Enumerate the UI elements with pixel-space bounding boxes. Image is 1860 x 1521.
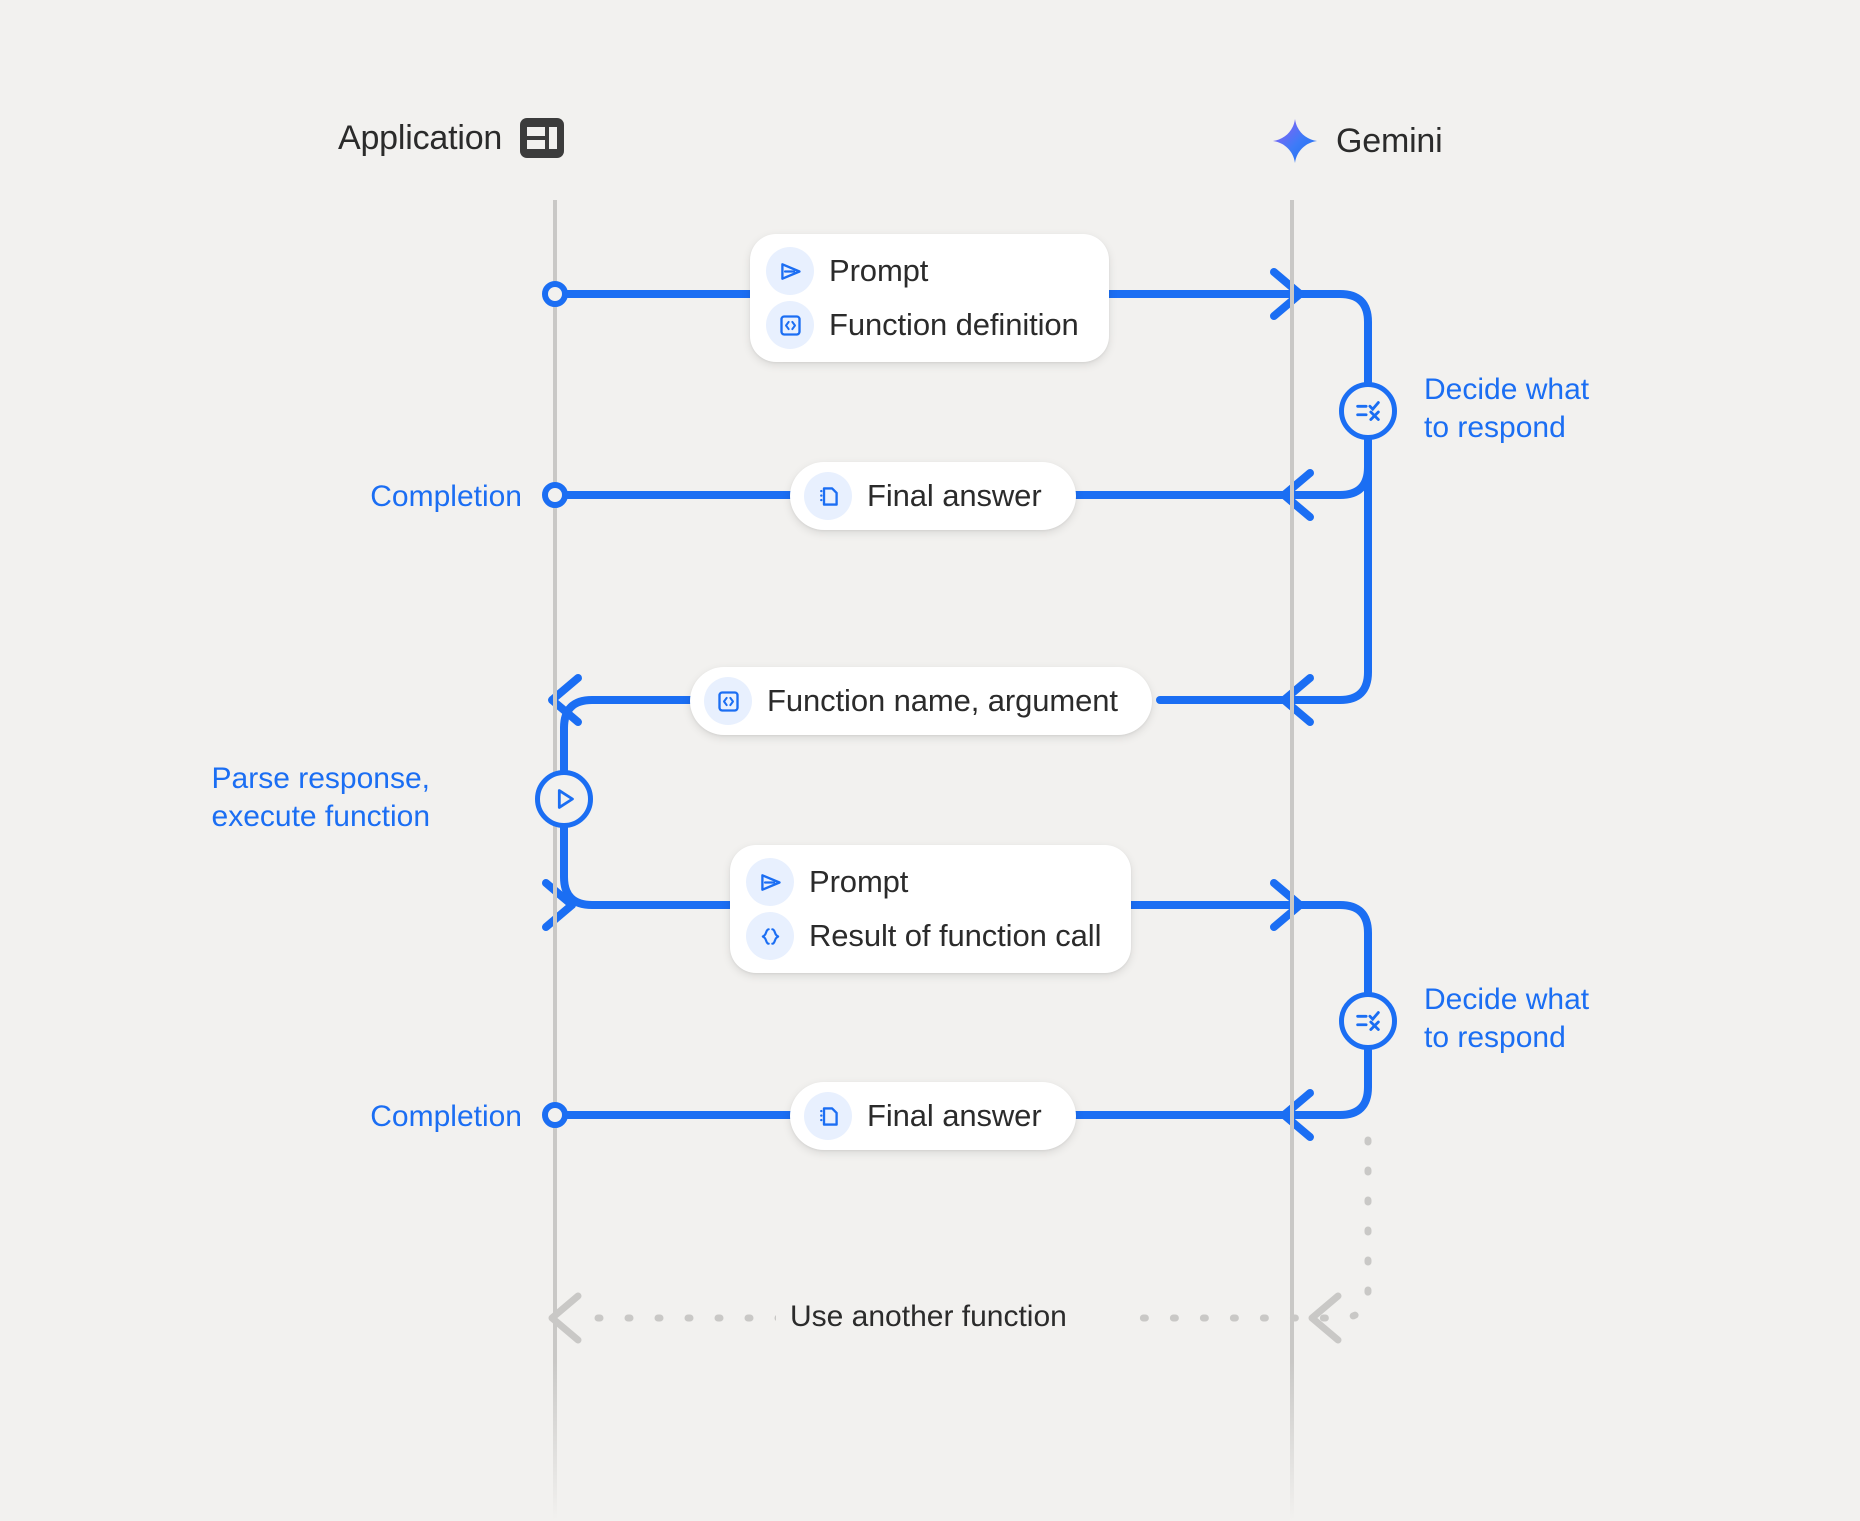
lifeline-gemini (1290, 200, 1294, 1520)
label-completion-1: Completion (370, 480, 522, 513)
actor-application-label: Application (338, 118, 503, 157)
card-row: Prompt (766, 247, 1079, 295)
lifeline-application (553, 200, 557, 1520)
card-request-2: Prompt Result of function call (730, 845, 1132, 973)
card-function-call: Function name, argument (690, 667, 1152, 735)
card-text: Result of function call (809, 918, 1102, 953)
card-text: Prompt (829, 253, 929, 288)
label-decide-1: Decide what to respond (1424, 373, 1590, 445)
card-text: Prompt (809, 864, 909, 899)
curly-braces-icon (746, 912, 794, 960)
card-row: Final answer (804, 1092, 1042, 1140)
card-row: Result of function call (746, 912, 1101, 960)
checklist-decision-icon (1356, 1011, 1380, 1031)
card-request-1: Prompt Function definition (750, 234, 1109, 362)
code-brackets-icon (704, 677, 752, 725)
send-prompt-icon (766, 247, 814, 295)
card-row: Prompt (746, 858, 1101, 906)
node-completion1 (542, 482, 568, 508)
card-final-answer-1: Final answer (790, 462, 1076, 530)
label-completion-2: Completion (370, 1100, 522, 1133)
actor-application: Application (338, 118, 565, 158)
card-text: Final answer (867, 478, 1042, 513)
app-layout-icon (520, 118, 565, 158)
node-request1-origin (542, 281, 568, 307)
card-row: Function definition (766, 301, 1079, 349)
card-text: Function name, argument (767, 683, 1118, 718)
actor-gemini: Gemini (1272, 118, 1443, 164)
card-row: Function name, argument (704, 677, 1118, 725)
card-row: Final answer (804, 472, 1042, 520)
checklist-decision-icon (1356, 401, 1380, 421)
play-triangle-icon (557, 789, 574, 809)
document-icon (804, 1092, 852, 1140)
card-final-answer-2: Final answer (790, 1082, 1076, 1150)
node-decide-2 (1339, 992, 1397, 1050)
send-prompt-icon (746, 858, 794, 906)
label-parse-execute: Parse response, execute function (211, 762, 430, 834)
label-loop-use-another-function: Use another function (776, 1300, 1081, 1334)
document-icon (804, 472, 852, 520)
code-brackets-icon (766, 301, 814, 349)
actor-gemini-label: Gemini (1336, 121, 1443, 160)
label-decide-2: Decide what to respond (1424, 983, 1590, 1055)
card-text: Function definition (829, 307, 1079, 342)
node-decide-1 (1339, 382, 1397, 440)
gemini-spark-icon (1272, 118, 1318, 164)
node-completion2 (542, 1102, 568, 1128)
node-parse-execute (535, 770, 593, 828)
card-text: Final answer (867, 1098, 1042, 1133)
